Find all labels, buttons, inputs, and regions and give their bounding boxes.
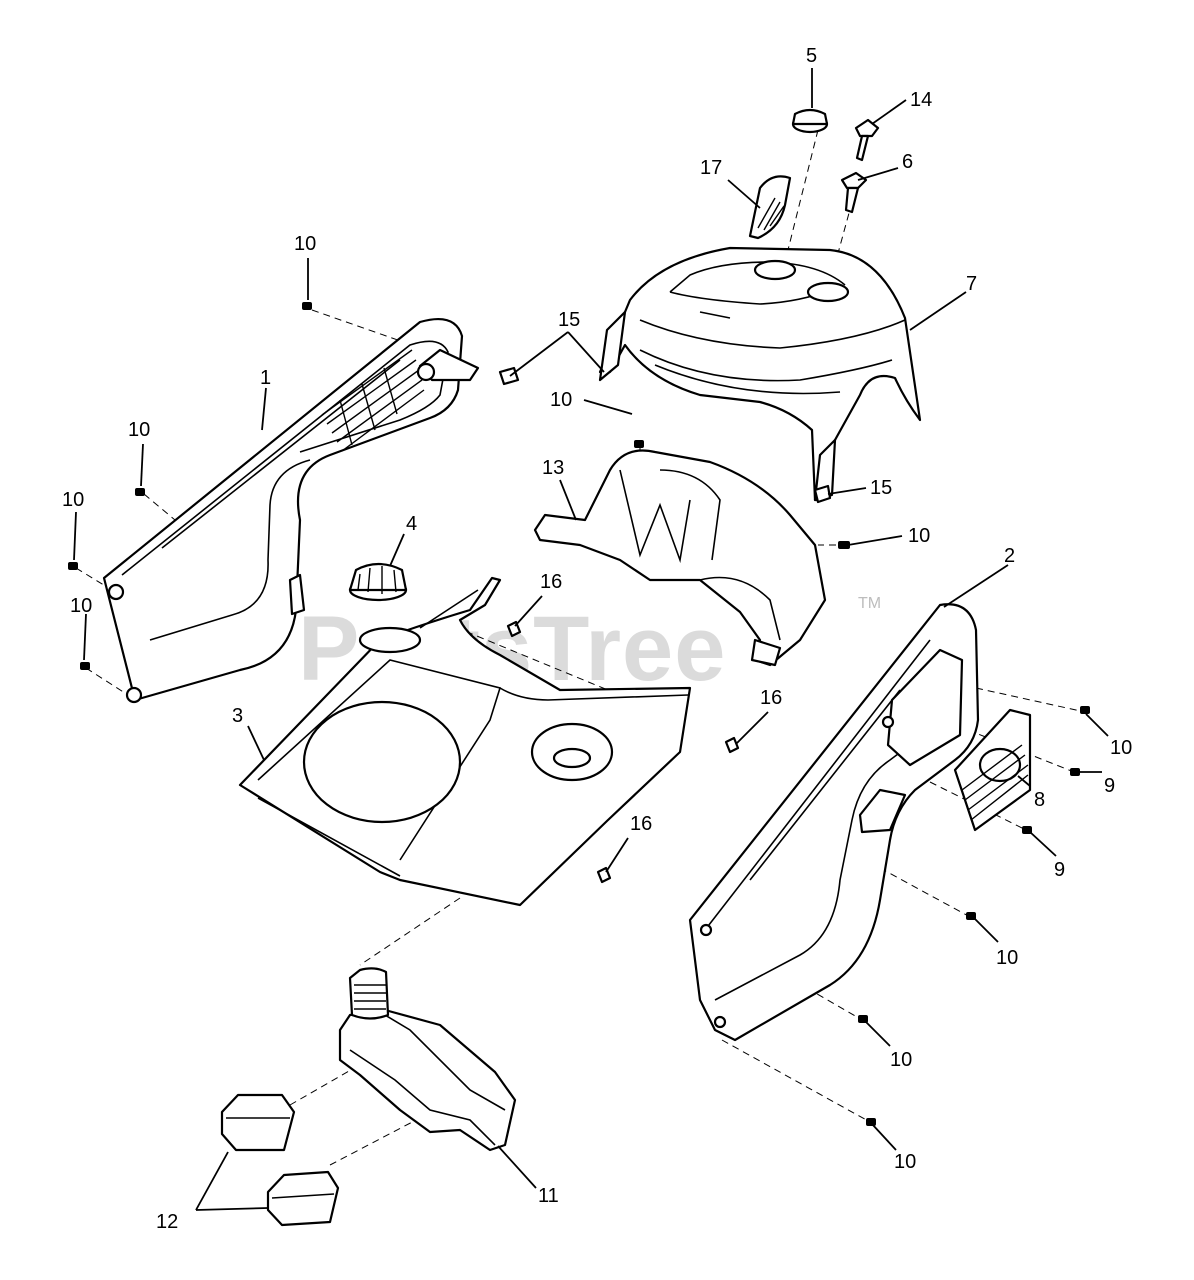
callout-2: 2 (1004, 545, 1015, 567)
part-8-plate (953, 708, 1032, 832)
callout-14: 14 (910, 89, 932, 111)
part-7-hood-console (598, 246, 922, 502)
callout-9b: 9 (1054, 859, 1065, 881)
part-12-straps (220, 1093, 340, 1227)
part-6-ignition-switch (840, 171, 868, 214)
part-13-dash-panel (533, 449, 827, 667)
part-15-clip-b (813, 484, 832, 504)
watermark-trademark: TM (858, 595, 881, 612)
callout-15b: 15 (870, 477, 892, 499)
callout-10c: 10 (62, 489, 84, 511)
callout-10j: 10 (894, 1151, 916, 1173)
callout-10b: 10 (128, 419, 150, 441)
part-16-pin-a (506, 620, 522, 638)
part-4-fuel-cap (348, 562, 408, 602)
leader-lines (73, 68, 1109, 1211)
callout-7: 7 (966, 273, 977, 295)
part-5-knob (791, 108, 829, 134)
part-16-pin-b (724, 736, 740, 754)
callout-11: 11 (538, 1185, 559, 1207)
part-2-right-side-panel (688, 603, 980, 1042)
callout-6: 6 (902, 151, 913, 173)
callout-16b: 16 (760, 687, 782, 709)
callout-1: 1 (260, 367, 271, 389)
part-15-clip-a (498, 366, 520, 386)
callout-17: 17 (700, 157, 722, 179)
callout-3: 3 (232, 705, 243, 727)
callout-10i: 10 (890, 1049, 912, 1071)
callout-10g: 10 (1110, 737, 1132, 759)
callout-5: 5 (806, 45, 817, 67)
screws (68, 302, 1090, 1126)
part-1-left-side-panel (102, 318, 480, 704)
callout-15a: 15 (558, 309, 580, 331)
callout-12: 12 (156, 1211, 178, 1233)
callout-10f: 10 (908, 525, 930, 547)
callout-4: 4 (406, 513, 417, 535)
callout-10a: 10 (294, 233, 316, 255)
part-11-fuel-tank (338, 967, 517, 1152)
callout-10e: 10 (550, 389, 572, 411)
callout-8: 8 (1034, 789, 1045, 811)
callout-10h: 10 (996, 947, 1018, 969)
callout-13: 13 (542, 457, 564, 479)
part-14-key (854, 118, 880, 162)
callouts: 1 2 3 4 5 6 7 8 9 9 10 10 10 10 10 10 10… (62, 45, 1132, 1233)
callout-10d: 10 (70, 595, 92, 617)
callout-16a: 16 (540, 571, 562, 593)
part-3-platform (238, 576, 692, 907)
callout-16c: 16 (630, 813, 652, 835)
callout-9a: 9 (1104, 775, 1115, 797)
